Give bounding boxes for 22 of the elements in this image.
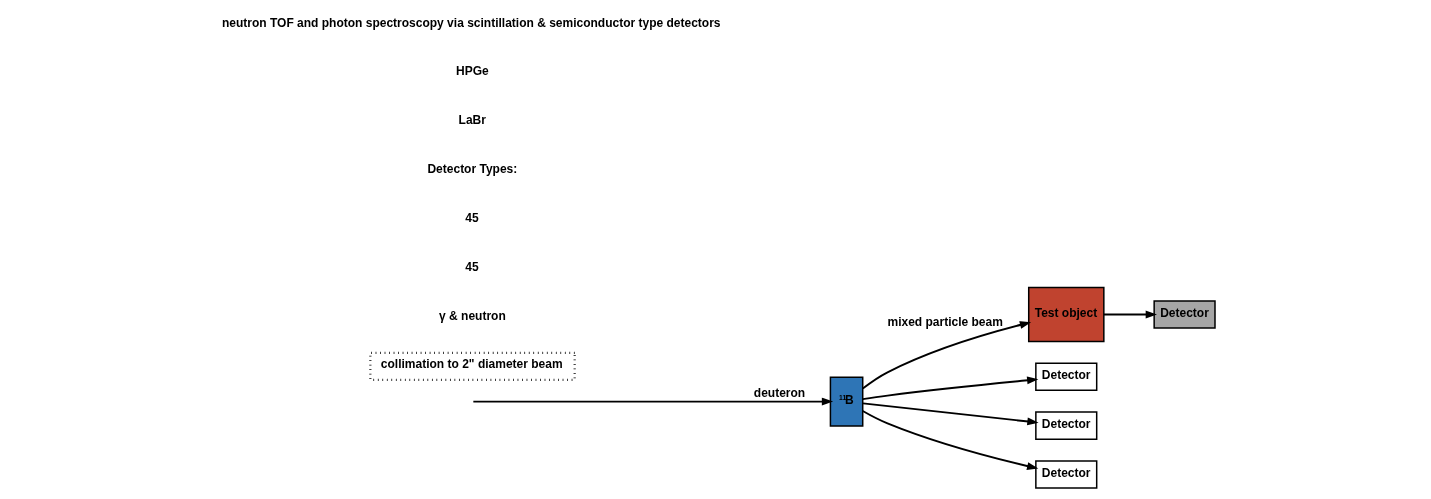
label: 45 — [465, 210, 479, 225]
edge-label: mixed particle beam — [887, 314, 1003, 329]
node-box: Detector — [1035, 362, 1098, 392]
arrow — [861, 376, 1039, 401]
node-box: collimation to 2" diameter beam — [369, 351, 576, 381]
arrow — [862, 402, 1039, 426]
arrow — [472, 397, 834, 406]
label: LaBr — [458, 113, 486, 128]
arrow — [861, 321, 1032, 390]
arrow — [1103, 310, 1157, 319]
label: HPGe — [455, 64, 489, 79]
edge-label: deuteron — [753, 385, 806, 400]
arrow — [861, 410, 1039, 470]
label: neutron TOF and photon spectroscopy via scintillation & semiconductor type detectors — [222, 15, 721, 30]
label: Detector Types: — [427, 162, 518, 177]
node-box: Test object — [1027, 286, 1105, 343]
node-box: $^{11}$B — [829, 376, 864, 427]
label: γ & neutron — [439, 308, 506, 323]
label: 45 — [465, 259, 479, 274]
node-box: Detector — [1035, 460, 1098, 489]
node-box: Detector — [1153, 300, 1216, 329]
node-box: Detector — [1035, 411, 1098, 440]
